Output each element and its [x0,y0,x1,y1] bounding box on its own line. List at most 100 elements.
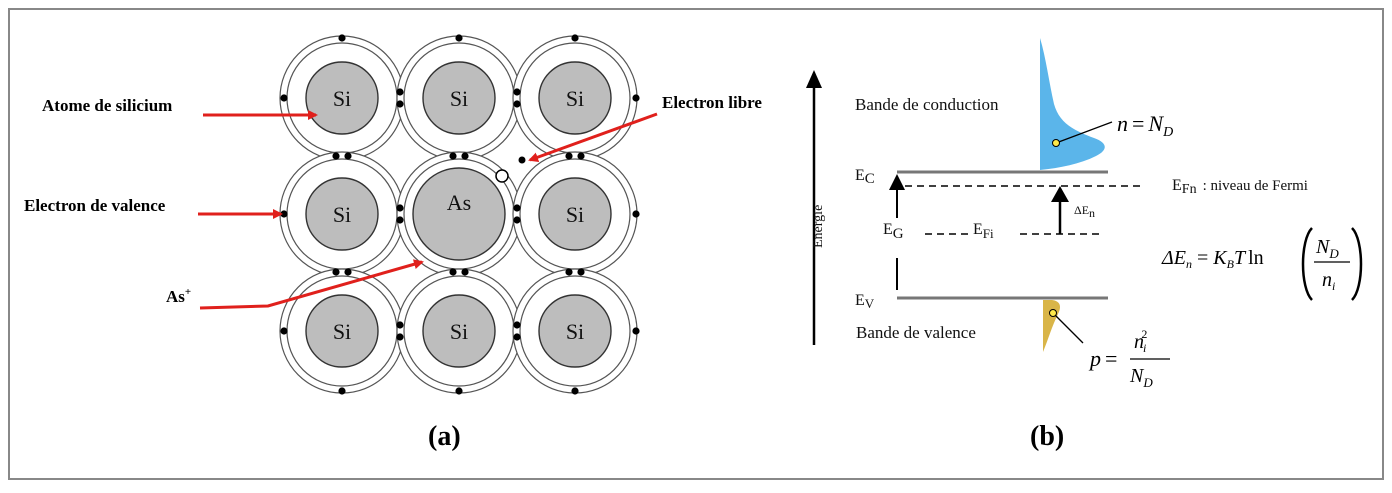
electron-dot [449,152,457,160]
electron-dot [280,210,288,218]
nucleus [422,61,496,135]
atom-symbol: Si [566,319,584,344]
electron-dot [565,152,573,160]
electron-dot [396,216,404,224]
atom-symbol: Si [566,202,584,227]
energy-axis-arrowhead [806,70,822,88]
arrow-as-ion [199,259,424,310]
electron-dot [455,387,463,395]
electron-dot [513,216,521,224]
nucleus [305,294,379,368]
electron-dot [396,88,404,96]
atom-symbol: Si [333,86,351,111]
electron-dot [338,387,346,395]
n-equation: n=ND [1117,111,1173,140]
outer-border [8,8,1384,480]
arrow-free-electron [528,112,658,162]
si-atom: Si [512,268,638,394]
atom-symbol: Si [333,202,351,227]
label-silicon-atom: Atome de silicium [42,96,172,115]
nucleus [538,294,612,368]
free-electron-dot [518,156,526,164]
energy-axis-label: Energie [811,205,826,248]
electron-dot [632,327,640,335]
electron-dot [396,333,404,341]
si-atom: Si [279,151,405,277]
si-atom: Si [512,35,638,161]
svg-text:ni: ni [1322,269,1335,293]
electron-dot [577,268,585,276]
svg-text:p=: p= [1088,346,1117,371]
atom-symbol: Si [333,319,351,344]
delta-en-arrowhead [1051,186,1069,202]
p-equation: p= ni2 ND [1088,327,1170,390]
electron-dot [571,387,579,395]
electron-distribution [1040,38,1105,170]
electron-dot [461,268,469,276]
nucleus [305,177,379,251]
si-atom: Si [396,268,522,394]
electron-dot [513,333,521,341]
nucleus [538,177,612,251]
electron-dot [280,327,288,335]
eg-label: EG [883,221,904,242]
nucleus [412,167,506,261]
electron-dot [513,100,521,108]
conduction-band-label: Bande de conduction [855,95,999,114]
electron-dot [396,204,404,212]
valence-band-label: Bande de valence [856,323,976,342]
p-pointer-dot [1049,309,1057,317]
electron-dot [461,152,469,160]
electron-dot [513,204,521,212]
si-atom: Si [512,151,638,277]
electron-dot [565,268,573,276]
svg-text:ND: ND [1129,365,1153,390]
n-pointer [1055,121,1113,144]
caption-b: (b) [1030,421,1064,452]
efn-label: EFn: niveau de Fermi [1172,177,1308,197]
delta-en-label: ΔEn [1074,203,1095,220]
electron-dot [449,268,457,276]
efi-label: EFi [973,221,994,241]
hole-distribution [1043,300,1060,352]
electron-dot [513,321,521,329]
electron-dot [338,34,346,42]
electron-dot [332,268,340,276]
caption-a: (a) [428,421,461,452]
gap-arrowhead [889,174,905,190]
label-as-ion: As+ [166,286,191,306]
si-atom: Si [279,35,405,161]
electron-dot [396,100,404,108]
atom-symbol: Si [450,86,468,111]
atom-symbol: Si [566,86,584,111]
electron-dot [280,94,288,102]
electron-dot [396,321,404,329]
electron-dot [332,152,340,160]
label-free-electron: Electron libre [662,93,762,112]
ev-label: EV [855,292,875,311]
svg-text:ni2: ni2 [1134,327,1147,355]
label-valence-electron: Electron de valence [24,196,166,215]
electron-dot [632,94,640,102]
nucleus [305,61,379,135]
n-pointer-dot [1052,139,1060,147]
nucleus [538,61,612,135]
electron-dot [455,34,463,42]
electron-dot [344,152,352,160]
si-atom: Si [396,35,522,161]
electron-dot [632,210,640,218]
hole-circle [495,169,509,183]
p-pointer [1052,312,1084,344]
svg-text:ND: ND [1315,236,1339,261]
nucleus [422,294,496,368]
si-atom: Si [279,268,405,394]
electron-dot [344,268,352,276]
electron-dot [513,88,521,96]
atom-symbol: As [447,190,471,215]
electron-dot [577,152,585,160]
electron-dot [571,34,579,42]
